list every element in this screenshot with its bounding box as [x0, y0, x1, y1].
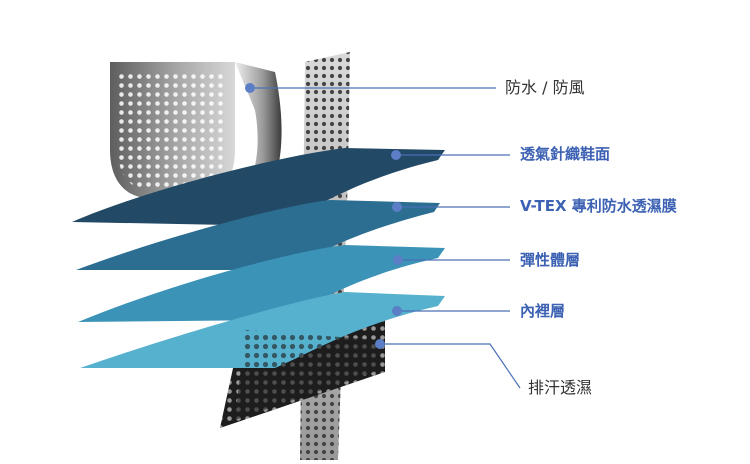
leader-dot	[245, 83, 255, 93]
leader-dot	[392, 306, 402, 316]
leader-lines	[250, 87, 521, 389]
leader-dot	[391, 150, 401, 160]
label-vtex-membrane: V-TEX 專利防水透濕膜	[520, 197, 677, 215]
layer-elastomer	[78, 245, 445, 322]
label-waterproof-windproof: 防水 / 防風	[505, 78, 585, 97]
leader-dot	[393, 255, 403, 265]
label-lining-layer: 內裡層	[520, 302, 566, 320]
leader-dot	[375, 339, 385, 349]
label-elastomer-layer: 彈性體層	[520, 251, 581, 269]
leader-dots	[245, 83, 403, 349]
label-sweat-wicking: 排汗透濕	[528, 378, 593, 397]
label-knit-upper: 透氣針織鞋面	[520, 145, 611, 163]
leader-dot	[392, 202, 402, 212]
layer-vtex-membrane	[76, 200, 440, 270]
wicking-dots	[235, 330, 380, 420]
layer-lining	[80, 292, 445, 368]
layer-knit-upper	[72, 148, 445, 226]
